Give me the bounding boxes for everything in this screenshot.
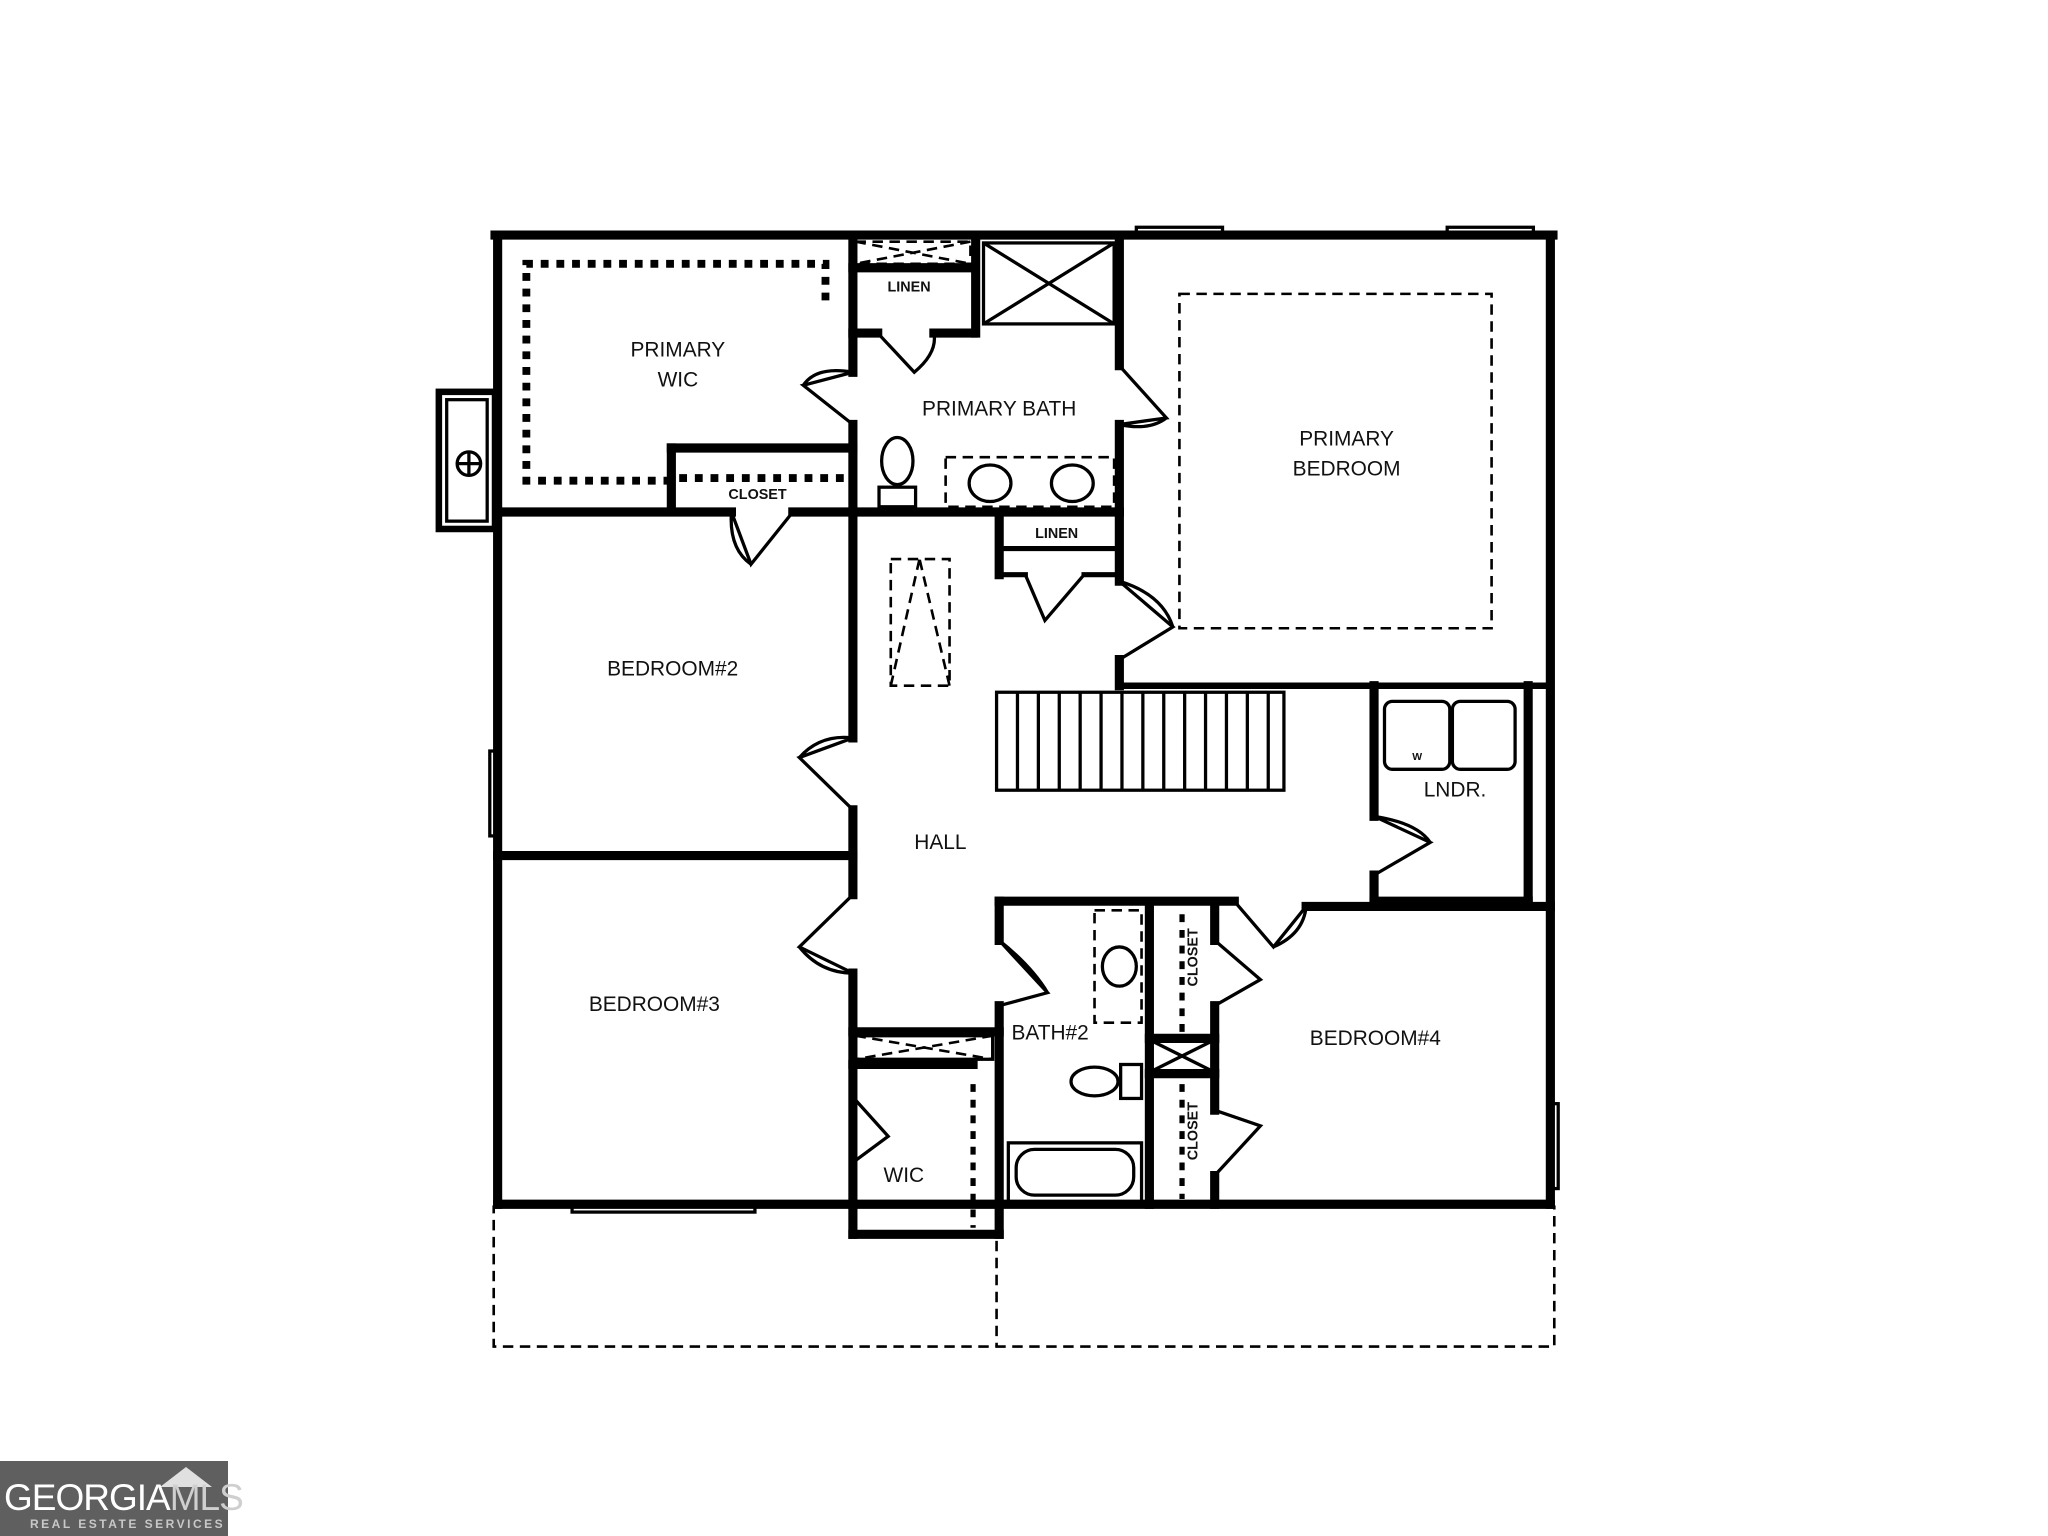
logo-tagline: REAL ESTATE SERVICES (30, 1517, 226, 1531)
window (1445, 225, 1536, 237)
roof-icon (160, 1467, 212, 1487)
shelving (522, 259, 1185, 1200)
bathtub (1006, 1141, 1144, 1204)
vanity (1093, 909, 1143, 1024)
room-label-hall: HALL (914, 831, 966, 854)
bed-area (1178, 292, 1493, 630)
sink-icon (1049, 463, 1095, 504)
room-label-primary-bath: PRIMARY BATH (922, 397, 1076, 420)
dryer (1450, 699, 1517, 771)
room-label-primary-bedroom: BEDROOM (1293, 457, 1401, 480)
room-label-closet: CLOSET (728, 487, 786, 503)
window (488, 749, 500, 838)
room-label-bedroom4: BEDROOM#4 (1310, 1027, 1441, 1050)
washer (1382, 699, 1452, 771)
porch-outline (492, 1205, 1556, 1348)
room-label-primary-wic: WIC (658, 369, 699, 392)
logo-wordmark: GEORGIAMLS (4, 1477, 244, 1519)
window (1134, 225, 1225, 237)
logo-brand-accent: MLS (169, 1477, 244, 1518)
exterior-walls (488, 225, 1560, 1214)
room-label-closet: CLOSET (1186, 1102, 1202, 1160)
shower (981, 241, 1116, 326)
window (1548, 1102, 1560, 1191)
room-label-linen: LINEN (1035, 526, 1078, 542)
sink-icon (1100, 945, 1138, 988)
attic-access (889, 557, 951, 688)
double-vanity (944, 455, 1116, 509)
linen-shelf (854, 240, 972, 266)
room-label-primary-bedroom: PRIMARY (1299, 427, 1394, 450)
toilet-icon (1069, 1065, 1120, 1098)
room-label-bath2: BATH#2 (1011, 1022, 1088, 1045)
toilet-icon (879, 435, 915, 487)
room-label-bedroom2: BEDROOM#2 (607, 657, 738, 680)
room-label-bedroom3: BEDROOM#3 (589, 993, 720, 1016)
window (570, 1202, 757, 1214)
washer-label: W (1412, 752, 1422, 763)
exterior-bumpout (435, 388, 499, 533)
staircase (994, 690, 1286, 792)
room-label-primary-wic: PRIMARY (631, 339, 726, 362)
room-label-closet: CLOSET (1186, 928, 1202, 986)
fixtures (853, 240, 1517, 1204)
logo-brand-main: GEORGIA (4, 1477, 171, 1518)
room-label-linen: LINEN (888, 279, 931, 295)
interior-walls (493, 230, 1555, 1239)
room-label-laundry: LNDR. (1424, 779, 1487, 802)
doors (729, 331, 1434, 1177)
georgia-mls-logo: GEORGIAMLS REAL ESTATE SERVICES (0, 1461, 244, 1536)
sink-icon (967, 463, 1013, 504)
room-label-wic: WIC (884, 1164, 925, 1187)
